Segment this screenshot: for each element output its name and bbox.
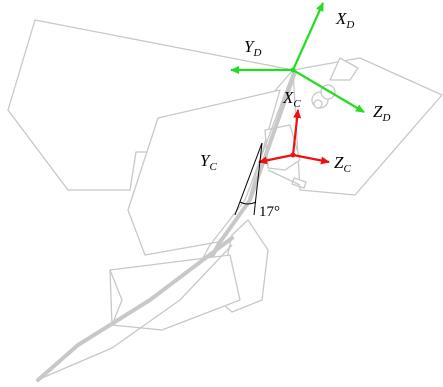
- angle-arc: [239, 201, 257, 205]
- label-z-d: ZD: [373, 102, 390, 124]
- right-wing-outline: [292, 57, 443, 196]
- tail-panel-outline: [109, 254, 241, 331]
- gear-circle-3: [313, 99, 323, 109]
- tail-boom-edge: [41, 244, 233, 379]
- label-x-c: XC: [282, 88, 301, 110]
- fitting-rod: [267, 169, 301, 186]
- label-x-d: XD: [335, 9, 354, 31]
- angle-value-label: 17°: [259, 204, 280, 220]
- frame-c-origin: [290, 152, 296, 158]
- frame-c-z-axis-arrow: [292, 153, 330, 165]
- angle-vertical-line: [253, 142, 263, 216]
- label-y-c: YC: [200, 151, 217, 173]
- label-y-d: YD: [244, 37, 261, 59]
- frame-d-x-axis-arrow: [291, 2, 325, 71]
- right-panel-outline: [329, 57, 359, 81]
- frame-d-origin: [290, 67, 296, 73]
- frame-c-axes: [258, 109, 330, 165]
- axis-labels: XD YD ZD XC YC ZC: [200, 9, 390, 175]
- tail-boom: [36, 236, 234, 382]
- frame-d-z-axis-arrow: [292, 69, 365, 113]
- tail-strut: [109, 269, 123, 326]
- frame-c-y-axis-arrow: [258, 153, 294, 165]
- frame-c-x-axis-arrow: [291, 109, 302, 156]
- tilt-angle-annotation: 17°: [234, 142, 280, 220]
- angle-reference-line: [234, 142, 263, 216]
- airframe-drawing: [7, 19, 443, 382]
- frame-d-axes: [230, 2, 365, 113]
- label-z-c: ZC: [334, 153, 351, 175]
